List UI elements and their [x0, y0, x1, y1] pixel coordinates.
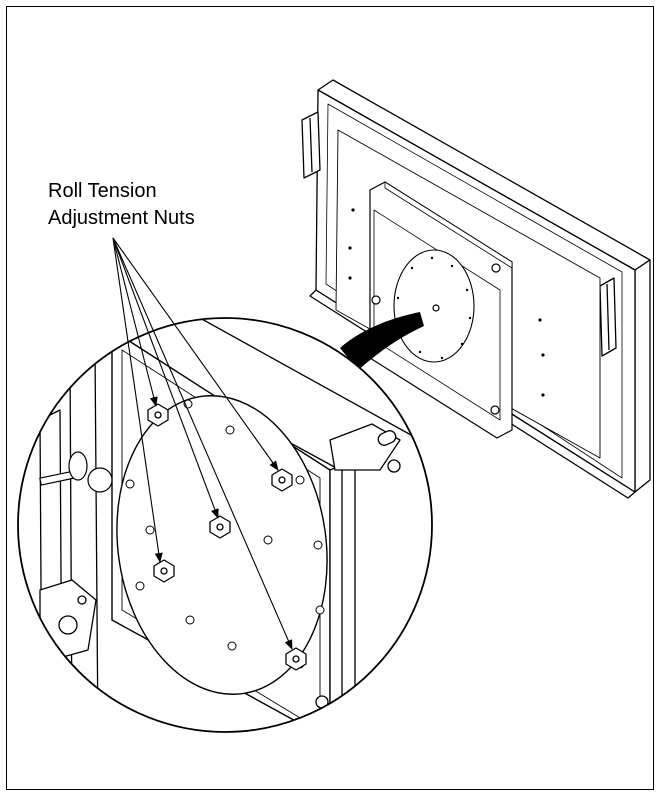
nut-icon [147, 403, 307, 671]
callout-line-1: Roll Tension [48, 180, 157, 202]
figure-frame [6, 6, 654, 790]
mounting-bracket [369, 181, 513, 439]
leader-arrows [112, 237, 293, 650]
pin-icon [39, 451, 113, 493]
plate-holes-small [396, 256, 472, 360]
panel-screws [348, 208, 545, 397]
callout-label: Roll Tension Adjustment Nuts [48, 178, 195, 232]
callout-line-2: Adjustment Nuts [48, 207, 195, 229]
magnified-detail [17, 317, 433, 733]
